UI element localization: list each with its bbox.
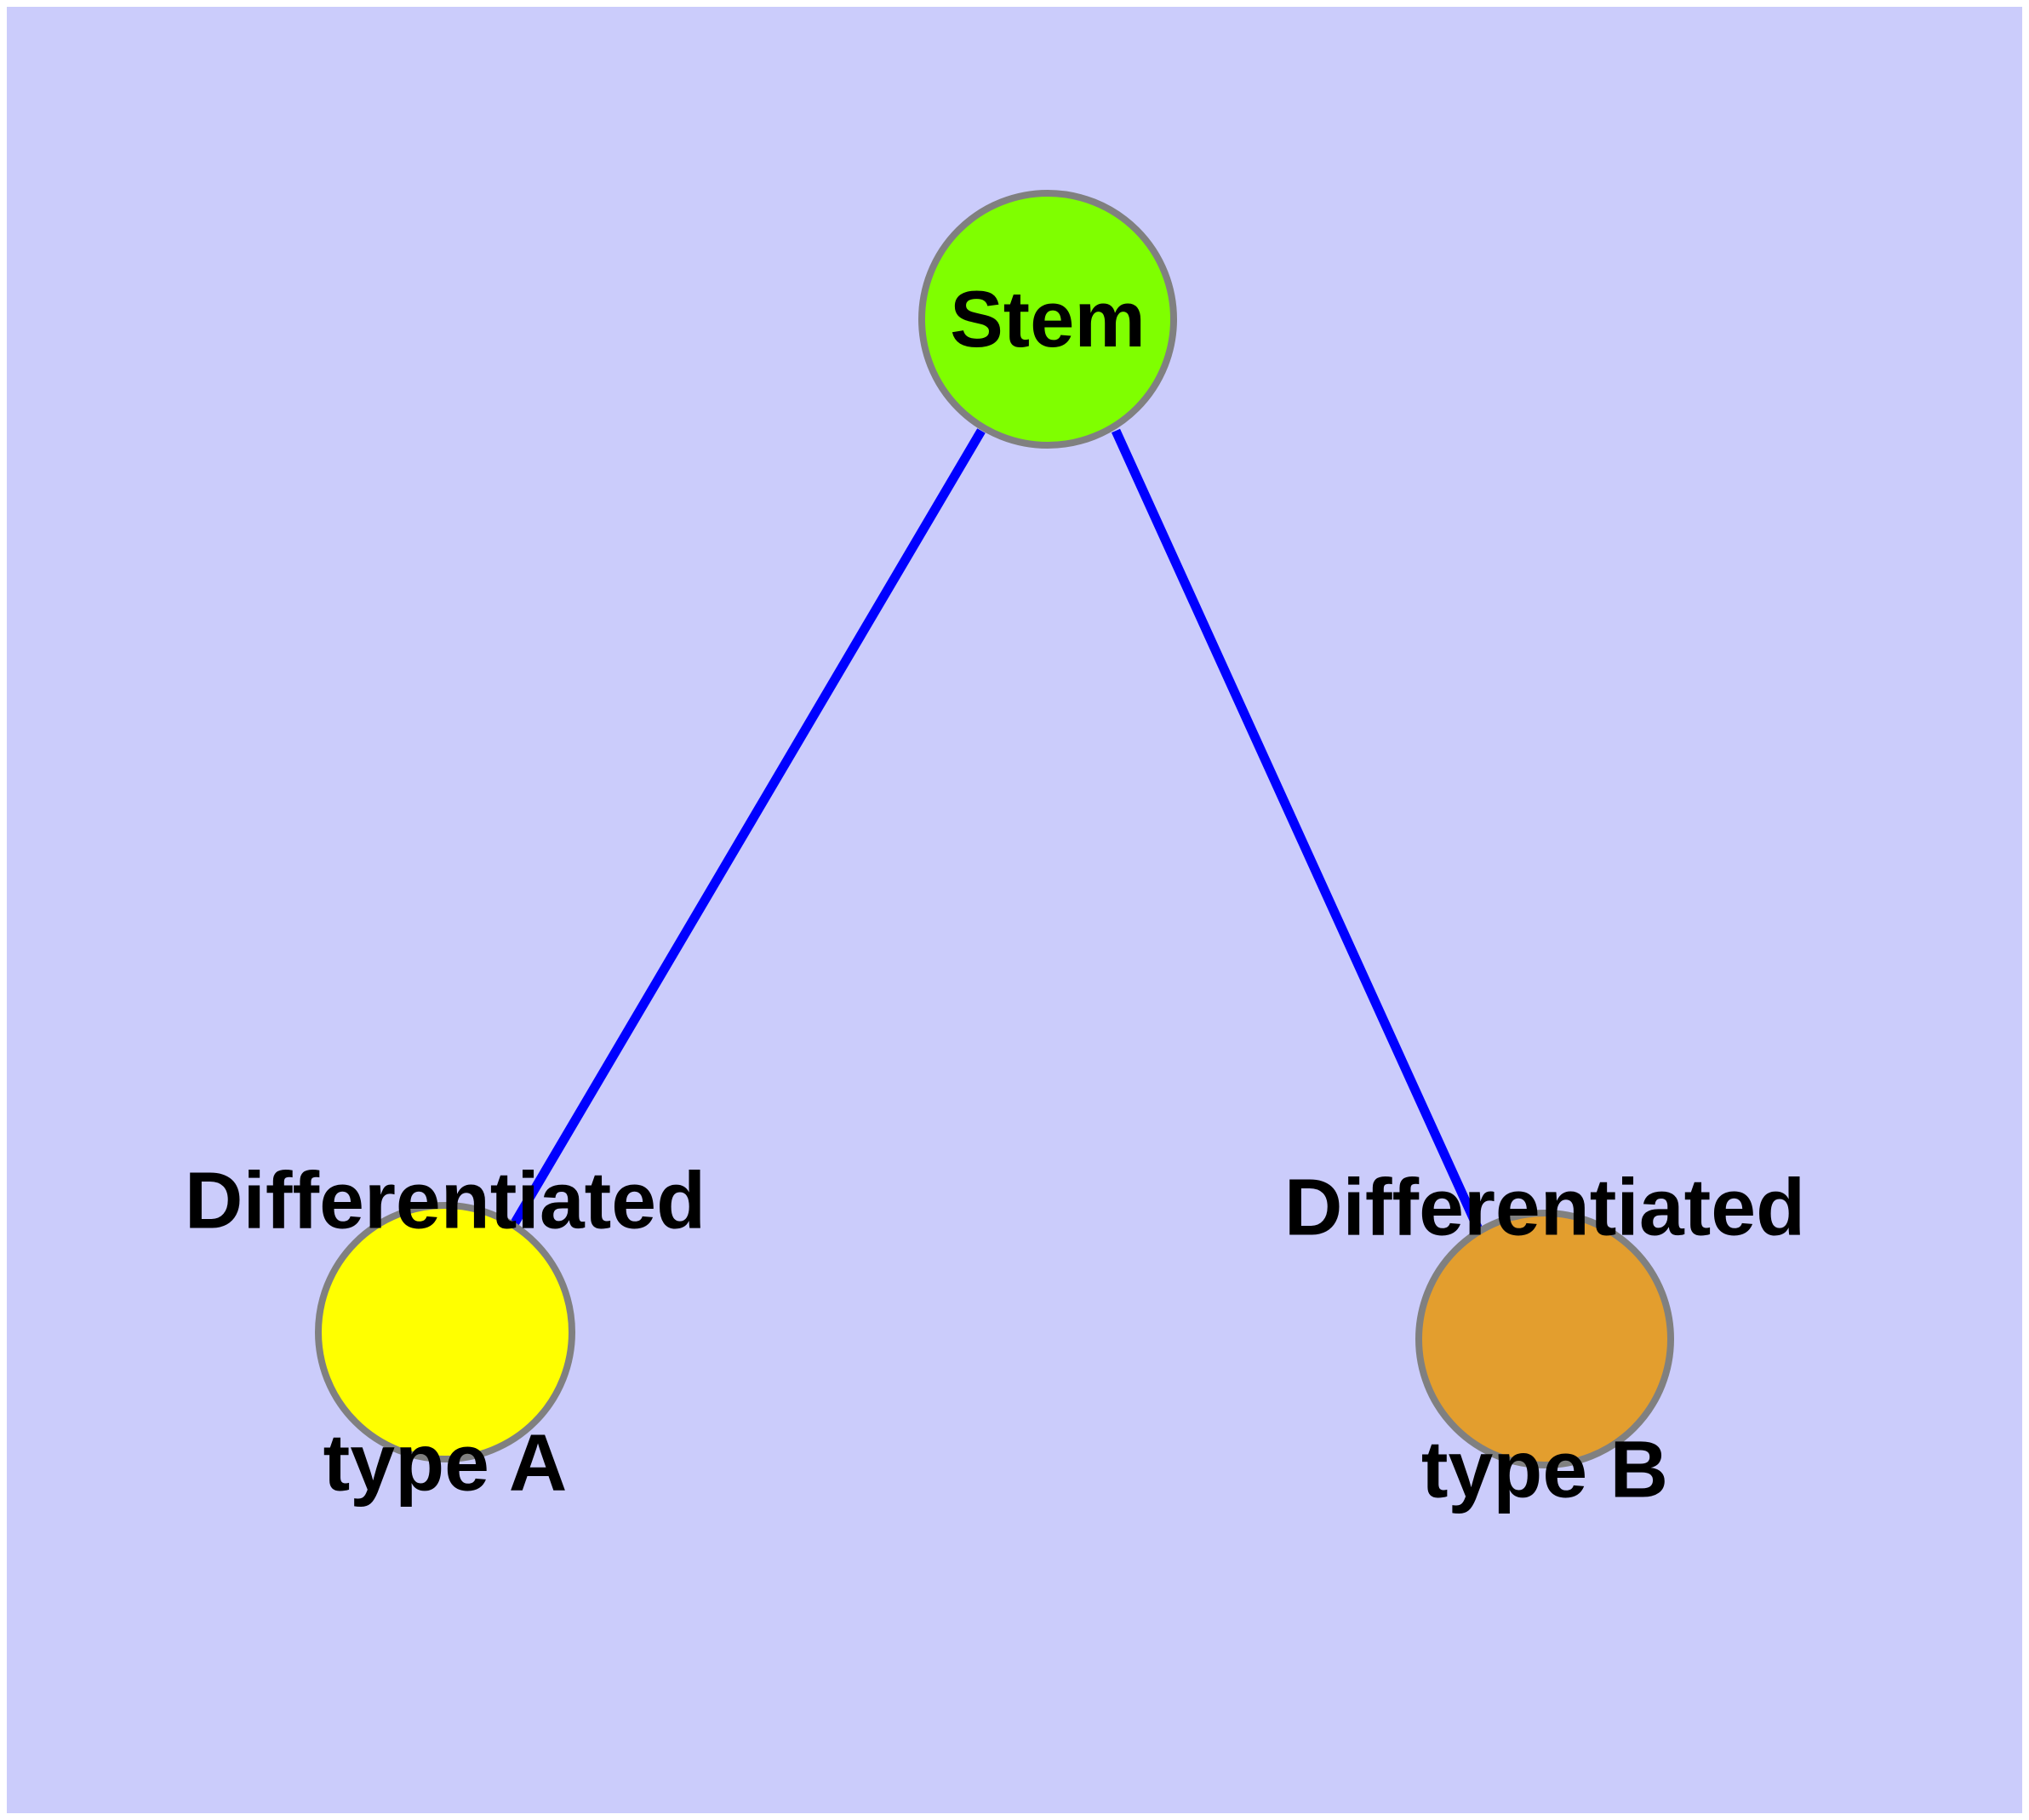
edge-stem-to-diff-b[interactable] xyxy=(1111,428,1483,1232)
node-stem-circle[interactable] xyxy=(918,190,1177,449)
edge-layer xyxy=(510,428,1483,1232)
edge-stem-to-diff-a[interactable] xyxy=(510,428,986,1227)
node-diff-b-circle[interactable] xyxy=(1415,1210,1674,1468)
node-layer xyxy=(315,190,1674,1468)
node-diff-a-circle[interactable] xyxy=(315,1202,575,1462)
